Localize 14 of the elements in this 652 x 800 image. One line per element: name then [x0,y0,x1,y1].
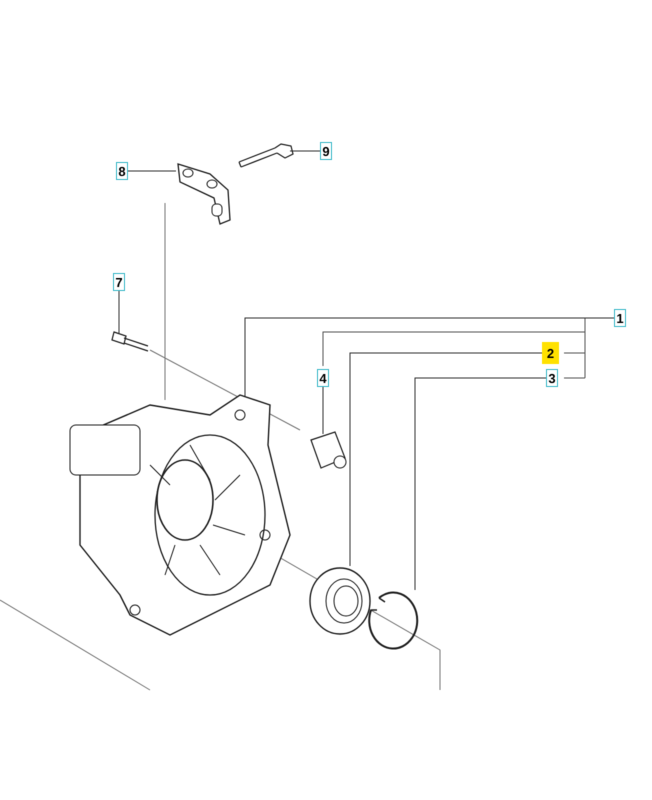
leader-line [128,170,176,172]
callout-number: 3 [546,369,558,387]
callout-number: 4 [317,369,329,387]
callout-number: 7 [113,273,125,291]
leader-line [244,318,614,398]
callout-number: 9 [320,142,332,160]
leader-line [118,290,120,334]
leader-line [350,352,542,566]
leader-line [414,378,546,590]
callout-number: 2 [542,342,559,364]
callout-number: 1 [614,309,626,327]
leader-line [322,386,324,434]
callout-number: 8 [116,162,128,180]
leader-line [290,150,320,152]
